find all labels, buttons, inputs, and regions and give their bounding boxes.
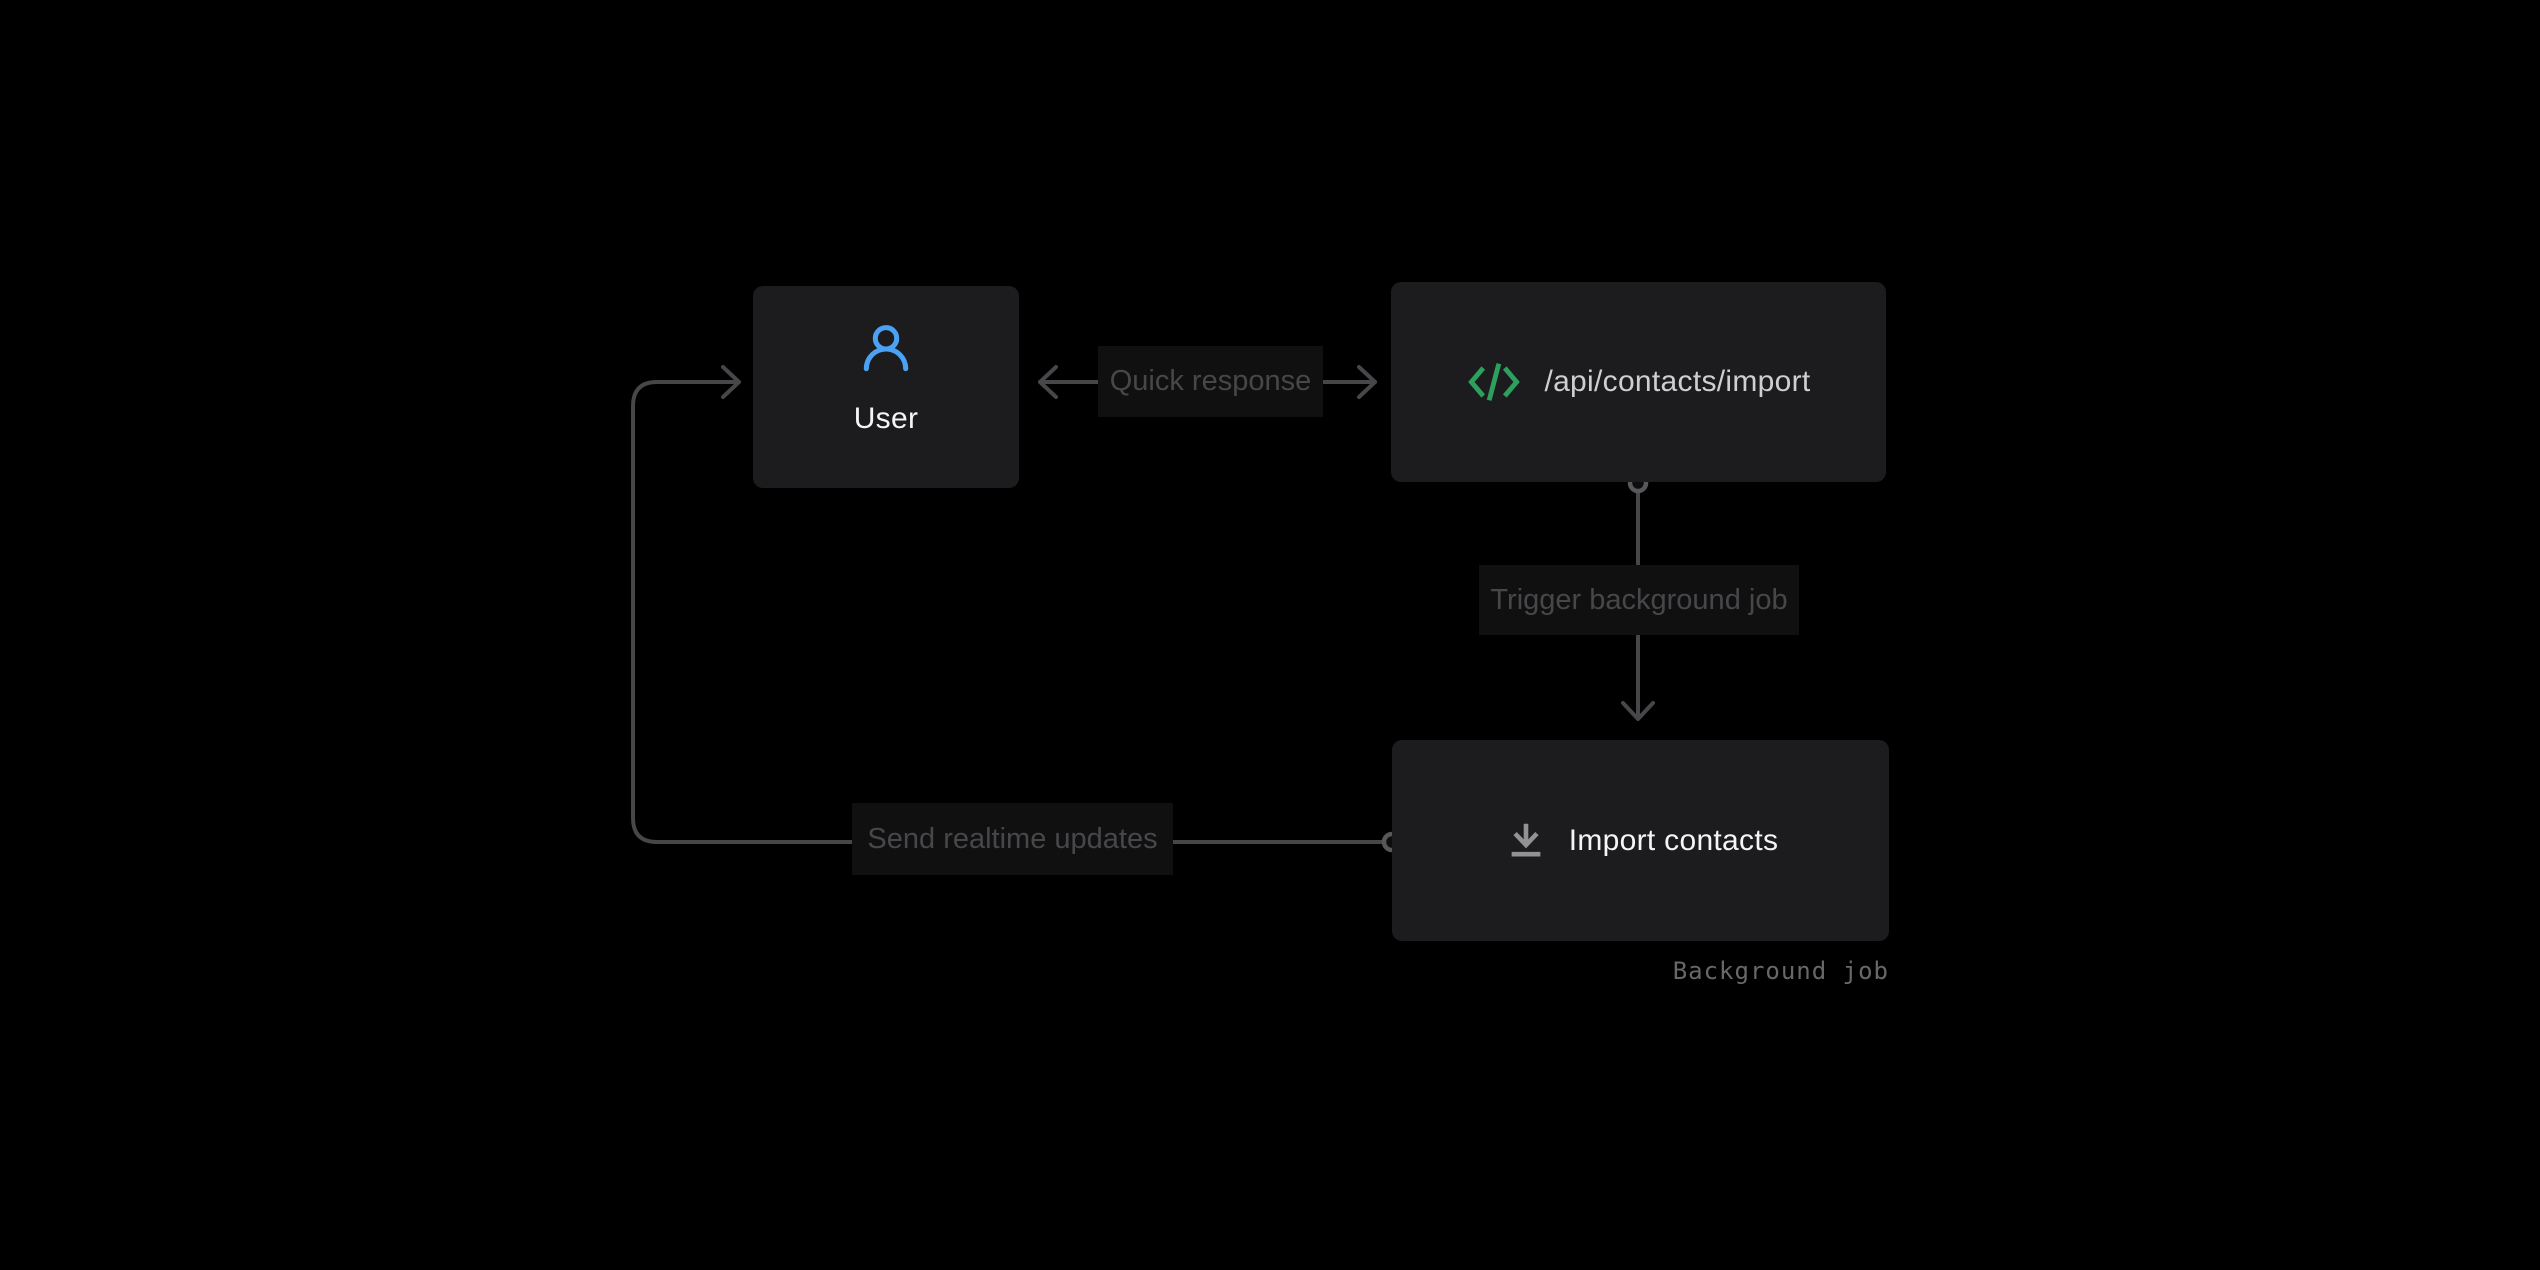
api-endpoint-node: /api/contacts/import (1391, 282, 1886, 482)
edge-quick-response-label: Quick response (1098, 346, 1323, 417)
edge-trigger-label: Trigger background job (1479, 565, 1799, 635)
arrowhead-right-icon (721, 365, 741, 399)
arrowhead-right-icon (1357, 365, 1377, 399)
arrowhead-down-icon (1621, 701, 1655, 721)
background-job-caption: Background job (1672, 957, 1889, 985)
code-icon (1468, 363, 1521, 401)
import-contacts-node: Import contacts (1392, 740, 1889, 941)
arrowhead-left-icon (1038, 365, 1058, 399)
edge-realtime-label: Send realtime updates (852, 803, 1173, 875)
api-endpoint-label: /api/contacts/import (1544, 365, 1811, 398)
user-icon (863, 325, 909, 372)
download-icon (1511, 823, 1541, 857)
import-contacts-label: Import contacts (1568, 823, 1779, 857)
user-node-label: User (853, 402, 919, 435)
user-node: User (753, 286, 1019, 488)
